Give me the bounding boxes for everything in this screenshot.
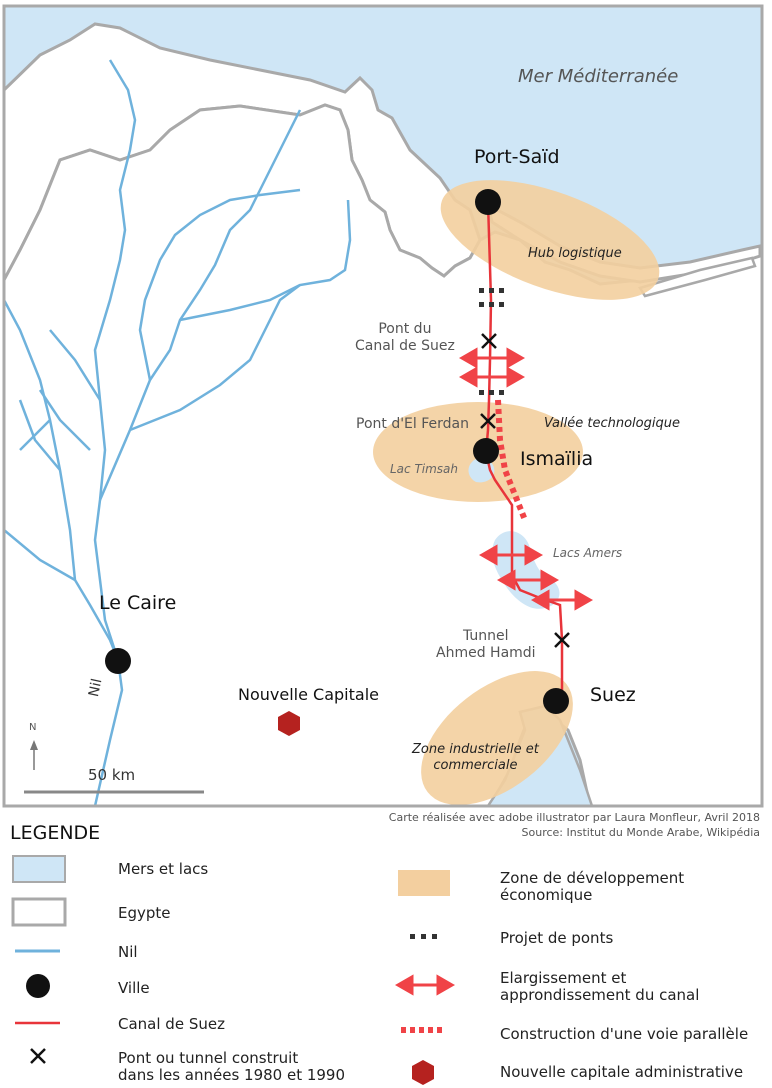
zone-industrial: [421, 671, 573, 805]
built-bridges: [480, 333, 570, 648]
sea-label: Mer Méditerranée: [518, 66, 679, 87]
label-suez-canal-bridge: Pont du Canal de Suez: [355, 321, 455, 354]
city-port-said: [475, 189, 501, 215]
nile-river: [4, 59, 352, 806]
label-ismailia: Ismaïlia: [520, 448, 594, 470]
legend-canal: Canal de Suez: [118, 1015, 225, 1033]
legend-sym-capital: [412, 1060, 434, 1085]
city-ismailia: [473, 438, 499, 464]
map-frame: [2, 4, 764, 808]
credit-source: Source: Institut du Monde Arabe, Wikipéd…: [521, 826, 760, 839]
label-new-capital: Nouvelle Capitale: [238, 685, 379, 704]
lakes-bitter: [492, 531, 560, 609]
label-hub-logistique: Hub logistique: [528, 246, 622, 261]
label-north: N: [29, 722, 37, 733]
legend-sym-bridge-project: [410, 934, 437, 939]
legend-nile: Nil: [118, 943, 138, 961]
legend-parallel: Construction d'une voie parallèle: [500, 1025, 749, 1043]
east-breakwater: [638, 256, 757, 298]
legend-widening: Elargissement et approndissement du cana…: [500, 969, 700, 1004]
legend-sym-bridge: [30, 1048, 46, 1064]
legend-city: Ville: [118, 979, 150, 997]
city-cairo: [105, 648, 131, 674]
label-scale: 50 km: [88, 766, 136, 784]
legend-sym-egypt: [11, 897, 67, 927]
legend-sym-water: [12, 855, 66, 883]
legend-seas-lakes: Mers et lacs: [118, 860, 209, 878]
label-port-said: Port-Saïd: [474, 146, 560, 168]
legend-sym-zone: [398, 870, 450, 896]
legend-sym-widening: [394, 974, 456, 996]
credit-author: Carte réalisée avec adobe illustrator pa…: [388, 811, 760, 824]
city-suez: [543, 688, 569, 714]
label-lac-timsah: Lac Timsah: [390, 462, 459, 476]
legend-egypt: Egypte: [118, 904, 171, 922]
label-suez: Suez: [590, 684, 636, 706]
legend-bridge-project: Projet de ponts: [500, 929, 614, 947]
label-lacs-amers: Lacs Amers: [553, 546, 623, 560]
label-cairo: Le Caire: [99, 592, 177, 614]
legend-sym-city: [26, 974, 50, 998]
legend-title: LEGENDE: [10, 822, 101, 844]
bridge-project-markers: [479, 288, 504, 395]
legend-econ-zone: Zone de développement économique: [500, 869, 685, 904]
legend-new-capital: Nouvelle capitale administrative: [500, 1063, 744, 1081]
legend-bridge-built: Pont ou tunnel construit dans les années…: [118, 1049, 346, 1084]
label-vallee-technologique: Vallée technologique: [544, 416, 680, 431]
new-capital-hexagon: [278, 711, 300, 736]
label-tunnel: Tunnel Ahmed Hamdi: [436, 628, 536, 661]
label-zone-industrielle: Zone industrielle et commerciale: [412, 742, 539, 773]
label-el-ferdan: Pont d'El Ferdan: [356, 416, 469, 432]
widening-arrows: [458, 347, 594, 611]
